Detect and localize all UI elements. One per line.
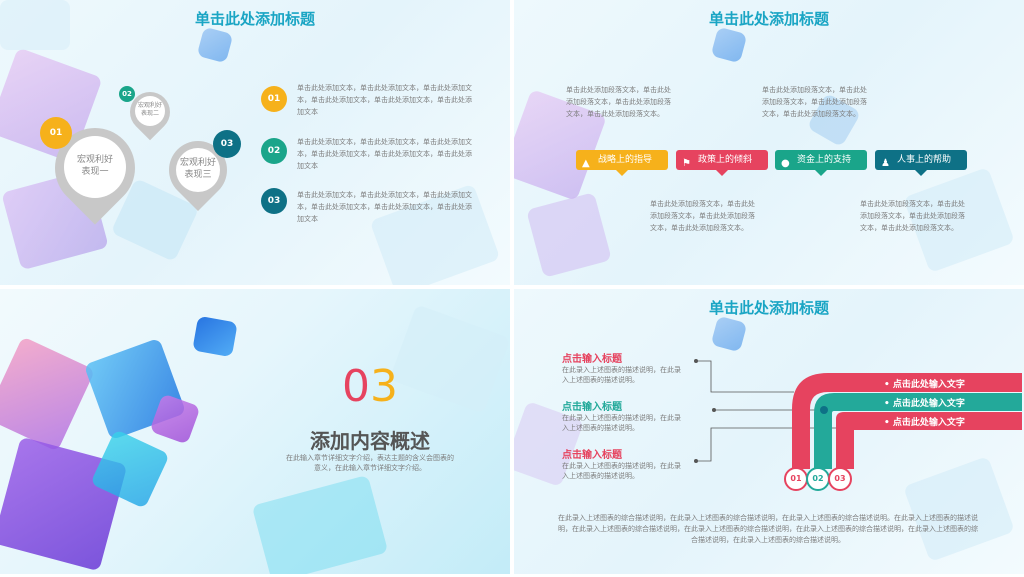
tag-strategy[interactable]: ▲ 战略上的指导 bbox=[576, 150, 668, 176]
section-desc[interactable]: 在此输入章节详细文字介绍，表达主题的含义会图表的意义，在此输入章节详细文字介绍。 bbox=[286, 454, 454, 472]
slide-3[interactable]: 03 添加内容概述 在此输入章节详细文字介绍，表达主题的含义会图表的意义，在此输… bbox=[0, 289, 510, 574]
band-text-3[interactable]: • 点击此处输入文字 bbox=[884, 418, 965, 428]
slide-4[interactable]: 单击此处添加标题 点击输入标题 在此录入上述图表的描述说明，在此录入上述图表的描… bbox=[514, 289, 1024, 574]
pin-inner bbox=[176, 148, 220, 192]
bg-cube bbox=[196, 26, 234, 64]
section-heading[interactable]: 添加内容概述 bbox=[310, 429, 430, 453]
band-1 bbox=[792, 373, 1022, 469]
para-4[interactable]: 单击此处添加段落文本，单击此处添加段落文本，单击此处添加段落文本，单击此处添加段… bbox=[860, 200, 965, 232]
tag-funding[interactable]: ● 资金上的支持 bbox=[775, 150, 867, 176]
band-2 bbox=[814, 393, 1022, 469]
item-heading-3[interactable]: 点击输入标题 bbox=[562, 450, 622, 461]
tag-policy[interactable]: ⚑ 政策上的倾斜 bbox=[676, 150, 768, 176]
item-text-3[interactable]: 单击此处添加文本，单击此处添加文本，单击此处添加文本，单击此处添加文本，单击此处… bbox=[297, 191, 472, 223]
pin-badge-1: 01 bbox=[40, 117, 72, 149]
hat-icon: ▲ bbox=[582, 158, 590, 169]
item-heading-2[interactable]: 点击输入标题 bbox=[562, 402, 622, 413]
circle-03: 03 bbox=[828, 467, 852, 491]
pin-label-1: 宏观利好表现一 bbox=[76, 155, 113, 177]
pin-inner bbox=[64, 136, 126, 198]
tag-label: 资金上的支持 bbox=[797, 155, 852, 165]
bg-cube bbox=[526, 192, 612, 278]
tag-label: 人事上的帮助 bbox=[897, 155, 952, 165]
tag-personnel[interactable]: ♟ 人事上的帮助 bbox=[875, 150, 967, 176]
item-text-2[interactable]: 在此录入上述图表的描述说明，在此录入上述图表的描述说明。 bbox=[562, 414, 681, 432]
item-text-2[interactable]: 单击此处添加文本，单击此处添加文本，单击此处添加文本，单击此处添加文本，单击此处… bbox=[297, 138, 472, 170]
para-3[interactable]: 单击此处添加段落文本，单击此处添加段落文本，单击此处添加段落文本，单击此处添加段… bbox=[650, 200, 755, 232]
pin-label-3: 宏观利好表现三 bbox=[179, 158, 216, 180]
band-text-1[interactable]: • 点击此处输入文字 bbox=[884, 380, 965, 390]
band-3 bbox=[836, 412, 1022, 469]
circle-01: 01 bbox=[784, 467, 808, 491]
item-badge-3: 03 bbox=[261, 188, 287, 214]
para-1[interactable]: 单击此处添加段落文本，单击此处添加段落文本，单击此处添加段落文本，单击此处添加段… bbox=[566, 86, 671, 118]
bg-cube bbox=[0, 336, 96, 452]
bg-cube bbox=[710, 26, 748, 64]
item-text-1[interactable]: 单击此处添加文本，单击此处添加文本，单击此处添加文本，单击此处添加文本，单击此处… bbox=[297, 84, 472, 116]
bg-cube bbox=[0, 0, 70, 50]
slide-1[interactable]: 单击此处添加标题 宏观利好表现一 01 宏观利好表现二 02 宏观利好表现三 0… bbox=[0, 0, 510, 285]
coin-icon: ● bbox=[781, 158, 790, 169]
slide-title[interactable]: 单击此处添加标题 bbox=[194, 10, 315, 28]
circle-02: 02 bbox=[806, 467, 830, 491]
item-heading-1[interactable]: 点击输入标题 bbox=[562, 354, 622, 365]
pin-inner bbox=[135, 96, 165, 126]
pin-badge-3: 03 bbox=[213, 130, 241, 158]
connector-diagram bbox=[694, 359, 1022, 469]
band-text-2[interactable]: • 点击此处输入文字 bbox=[884, 399, 965, 409]
slide-2[interactable]: 单击此处添加标题 单击此处添加段落文本，单击此处添加段落文本，单击此处添加段落文… bbox=[514, 0, 1024, 285]
tag-label: 政策上的倾斜 bbox=[698, 155, 753, 165]
slide-title[interactable]: 单击此处添加标题 bbox=[708, 299, 829, 317]
tag-label: 战略上的指导 bbox=[598, 155, 653, 165]
bg-cube bbox=[192, 315, 238, 358]
section-number[interactable]: 03 bbox=[320, 361, 420, 412]
item-badge-2: 02 bbox=[261, 138, 287, 164]
flag-icon: ⚑ bbox=[682, 158, 691, 169]
pin-label-2: 宏观利好表现二 bbox=[137, 102, 162, 117]
person-icon: ♟ bbox=[881, 158, 890, 169]
para-2[interactable]: 单击此处添加段落文本，单击此处添加段落文本，单击此处添加段落文本，单击此处添加段… bbox=[762, 86, 867, 118]
item-text-3[interactable]: 在此录入上述图表的描述说明，在此录入上述图表的描述说明。 bbox=[562, 462, 681, 480]
item-text-1[interactable]: 在此录入上述图表的描述说明，在此录入上述图表的描述说明。 bbox=[562, 366, 681, 384]
footer-desc[interactable]: 在此录入上述图表的综合描述说明，在此录入上述图表的综合描述说明，在此录入上述图表… bbox=[558, 514, 978, 544]
pin-badge-2: 02 bbox=[119, 86, 135, 102]
bg-cube bbox=[251, 474, 389, 574]
item-badge-1: 01 bbox=[261, 86, 287, 112]
slide-title[interactable]: 单击此处添加标题 bbox=[708, 10, 829, 28]
